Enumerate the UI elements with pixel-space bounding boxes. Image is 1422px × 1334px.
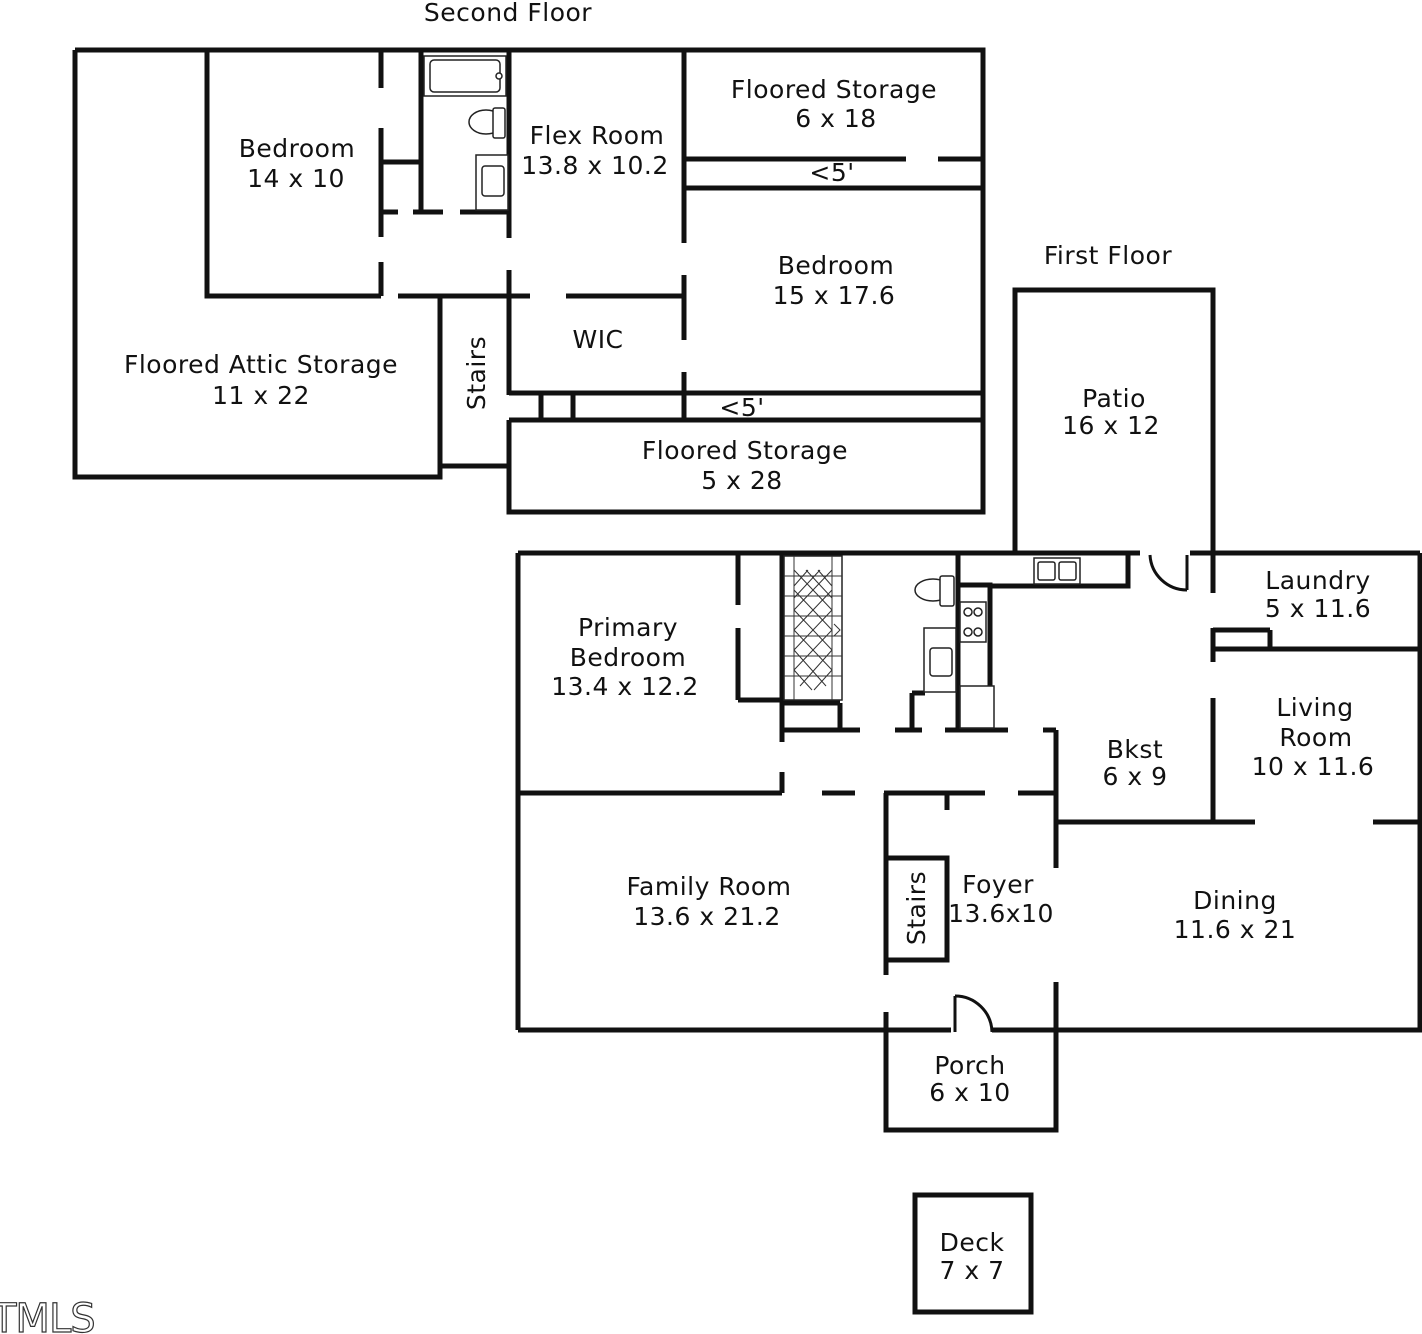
- patio-name: Patio: [1082, 384, 1146, 413]
- family-room-size: 13.6 x 21.2: [633, 902, 781, 931]
- porch-size: 6 x 10: [929, 1078, 1010, 1107]
- wic-label: WIC: [572, 325, 623, 354]
- bathtub-icon: [423, 55, 507, 97]
- bkst-name: Bkst: [1107, 735, 1163, 764]
- dining-name: Dining: [1193, 886, 1277, 915]
- kitchen-sink-icon: [1033, 557, 1081, 585]
- mls-logo: TMLS: [0, 1296, 95, 1334]
- entry-door-icon: [953, 994, 994, 1033]
- living-room-line1: Living: [1276, 693, 1353, 722]
- low-ceiling-note-b: <5': [719, 393, 764, 422]
- first-floor-walls: [515, 287, 1422, 1315]
- patio-size: 16 x 12: [1062, 411, 1160, 440]
- floored-storage-a-size: 6 x 18: [795, 104, 876, 133]
- bkst-size: 6 x 9: [1103, 762, 1168, 791]
- floored-storage-a-name: Floored Storage: [731, 75, 937, 104]
- toilet-icon: [468, 107, 506, 139]
- primary-bedroom-line2: Bedroom: [570, 643, 687, 672]
- floored-storage-b-name: Floored Storage: [642, 436, 848, 465]
- living-room-size: 10 x 11.6: [1252, 752, 1375, 781]
- bedroom-a-size: 14 x 10: [247, 164, 345, 193]
- stove-icon: [959, 601, 987, 643]
- toilet-icon: [914, 575, 955, 607]
- laundry-size: 5 x 11.6: [1265, 594, 1371, 623]
- attic-storage-size: 11 x 22: [212, 381, 310, 410]
- primary-bedroom-line1: Primary: [578, 613, 678, 642]
- patio-door-icon: [1148, 554, 1189, 592]
- floored-storage-b-size: 5 x 28: [701, 466, 782, 495]
- sink-icon: [475, 154, 509, 211]
- closet-shelving-icon: [783, 555, 843, 701]
- first-floor-title: First Floor: [1044, 241, 1172, 270]
- flex-room-name: Flex Room: [530, 121, 665, 150]
- family-room-name: Family Room: [626, 872, 791, 901]
- second-floor-title: Second Floor: [424, 0, 592, 27]
- stairs-lower-label: Stairs: [902, 871, 931, 945]
- bedroom-a-name: Bedroom: [239, 134, 356, 163]
- living-room-line2: Room: [1279, 723, 1352, 752]
- dining-size: 11.6 x 21: [1174, 915, 1297, 944]
- second-floor-walls: [72, 47, 986, 515]
- deck-size: 7 x 7: [940, 1256, 1005, 1285]
- primary-bedroom-size: 13.4 x 12.2: [551, 672, 699, 701]
- foyer-size: 13.6x10: [948, 899, 1054, 928]
- porch-name: Porch: [934, 1051, 1005, 1080]
- stairs-upper-label: Stairs: [462, 336, 491, 410]
- laundry-name: Laundry: [1265, 566, 1370, 595]
- deck-name: Deck: [940, 1228, 1005, 1257]
- attic-storage-name: Floored Attic Storage: [124, 350, 398, 379]
- low-ceiling-note-a: <5': [809, 158, 854, 187]
- fridge-icon: [959, 685, 995, 729]
- flex-room-size: 13.8 x 10.2: [521, 151, 669, 180]
- sink-icon: [923, 627, 957, 693]
- foyer-name: Foyer: [962, 870, 1034, 899]
- bedroom-b-name: Bedroom: [778, 251, 895, 280]
- bedroom-b-size: 15 x 17.6: [773, 281, 896, 310]
